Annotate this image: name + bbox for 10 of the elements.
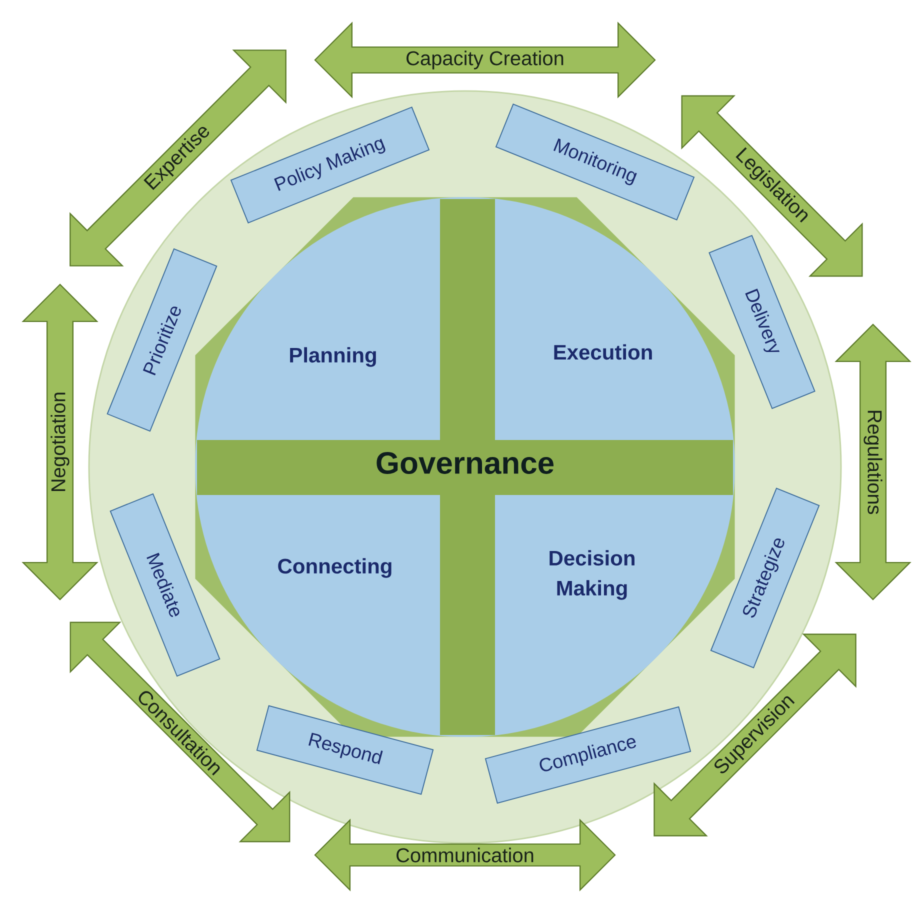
quadrant-label: Decision Making <box>550 550 634 600</box>
arrow-banner: Capacity Creation <box>314 22 656 98</box>
arrow-banner: Negotiation <box>22 284 98 600</box>
quadrant-label: Connecting <box>278 558 392 578</box>
label-box: Policy Making <box>230 106 430 224</box>
label-box: Respond <box>256 705 434 795</box>
arrow-banner: Regulations <box>834 324 912 600</box>
quadrant-label: Planning <box>290 347 376 367</box>
quadrant-label: Execution <box>554 344 652 360</box>
arrow-banner: Communication <box>314 818 616 892</box>
